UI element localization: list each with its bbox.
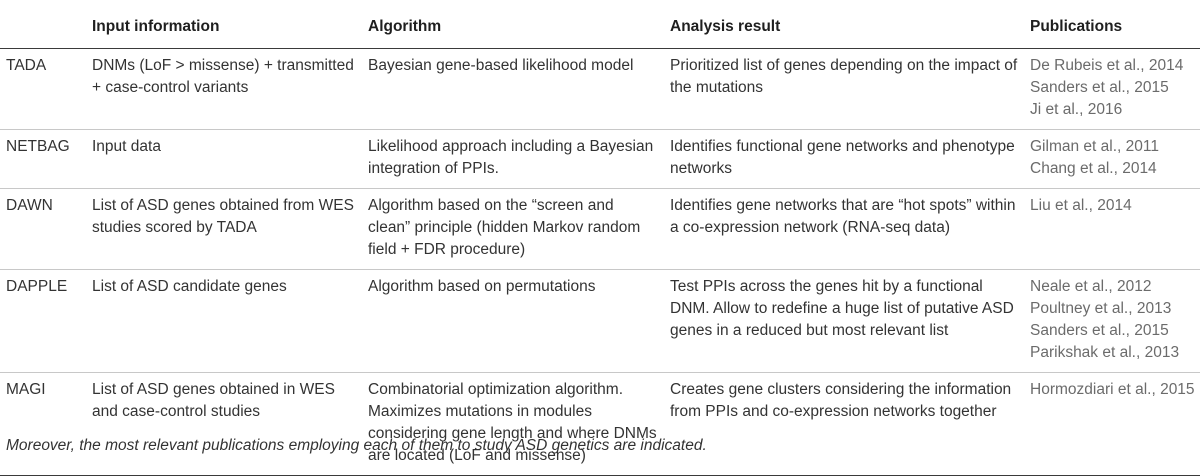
table-body: TADA DNMs (LoF > missense) + transmitted… xyxy=(0,48,1200,476)
publications-cell: De Rubeis et al., 2014 Sanders et al., 2… xyxy=(1024,48,1200,130)
method-name: DAPPLE xyxy=(0,269,86,373)
analysis-result-cell: Identifies gene networks that are “hot s… xyxy=(664,188,1024,270)
analysis-result-cell: Test PPIs across the genes hit by a func… xyxy=(664,269,1024,373)
publication: Parikshak et al., 2013 xyxy=(1030,344,1180,361)
method-name: TADA xyxy=(0,48,86,130)
publication: Chang et al., 2014 xyxy=(1030,160,1157,177)
publication: De Rubeis et al., 2014 xyxy=(1030,57,1184,74)
header-publications: Publications xyxy=(1024,8,1200,49)
analysis-result-cell: Identifies functional gene networks and … xyxy=(664,129,1024,189)
publication: Neale et al., 2012 xyxy=(1030,278,1152,295)
table-row: DAWN List of ASD genes obtained from WES… xyxy=(0,188,1200,270)
header-algorithm: Algorithm xyxy=(362,8,664,49)
header-method xyxy=(0,8,86,49)
method-name: NETBAG xyxy=(0,129,86,189)
publications-cell: Hormozdiari et al., 2015 xyxy=(1024,372,1200,476)
input-information-cell: List of ASD candidate genes xyxy=(86,269,362,373)
input-information-cell: List of ASD genes obtained in WES and ca… xyxy=(86,372,362,476)
publications-cell: Neale et al., 2012 Poultney et al., 2013… xyxy=(1024,269,1200,373)
algorithm-cell: Algorithm based on the “screen and clean… xyxy=(362,188,664,270)
table-row: MAGI List of ASD genes obtained in WES a… xyxy=(0,372,1200,476)
table-row: TADA DNMs (LoF > missense) + transmitted… xyxy=(0,48,1200,130)
publications-cell: Liu et al., 2014 xyxy=(1024,188,1200,270)
publication: Sanders et al., 2015 xyxy=(1030,79,1169,96)
publication: Ji et al., 2016 xyxy=(1030,101,1123,118)
methods-table: Input information Algorithm Analysis res… xyxy=(0,8,1200,476)
input-information-cell: List of ASD genes obtained from WES stud… xyxy=(86,188,362,270)
input-information-cell: Input data xyxy=(86,129,362,189)
input-information-cell: DNMs (LoF > missense) + transmitted + ca… xyxy=(86,48,362,130)
header-input-information: Input information xyxy=(86,8,362,49)
algorithm-cell: Algorithm based on permutations xyxy=(362,269,664,373)
analysis-result-cell: Creates gene clusters considering the in… xyxy=(664,372,1024,476)
method-name: MAGI xyxy=(0,372,86,476)
algorithm-cell: Bayesian gene-based likelihood model xyxy=(362,48,664,130)
table-row: NETBAG Input data Likelihood approach in… xyxy=(0,129,1200,189)
header-analysis-result: Analysis result xyxy=(664,8,1024,49)
publications-cell: Gilman et al., 2011 Chang et al., 2014 xyxy=(1024,129,1200,189)
publication: Sanders et al., 2015 xyxy=(1030,322,1169,339)
publication: Gilman et al., 2011 xyxy=(1030,138,1159,155)
publication: Hormozdiari et al., 2015 xyxy=(1030,381,1195,398)
method-name: DAWN xyxy=(0,188,86,270)
header-row: Input information Algorithm Analysis res… xyxy=(0,8,1200,49)
algorithm-cell: Likelihood approach including a Bayesian… xyxy=(362,129,664,189)
table-row: DAPPLE List of ASD candidate genes Algor… xyxy=(0,269,1200,373)
publication: Poultney et al., 2013 xyxy=(1030,300,1172,317)
table-footnote: Moreover, the most relevant publications… xyxy=(6,437,707,454)
algorithm-cell: Combinatorial optimization algorithm. Ma… xyxy=(362,372,664,476)
publication: Liu et al., 2014 xyxy=(1030,197,1132,214)
analysis-result-cell: Prioritized list of genes depending on t… xyxy=(664,48,1024,130)
